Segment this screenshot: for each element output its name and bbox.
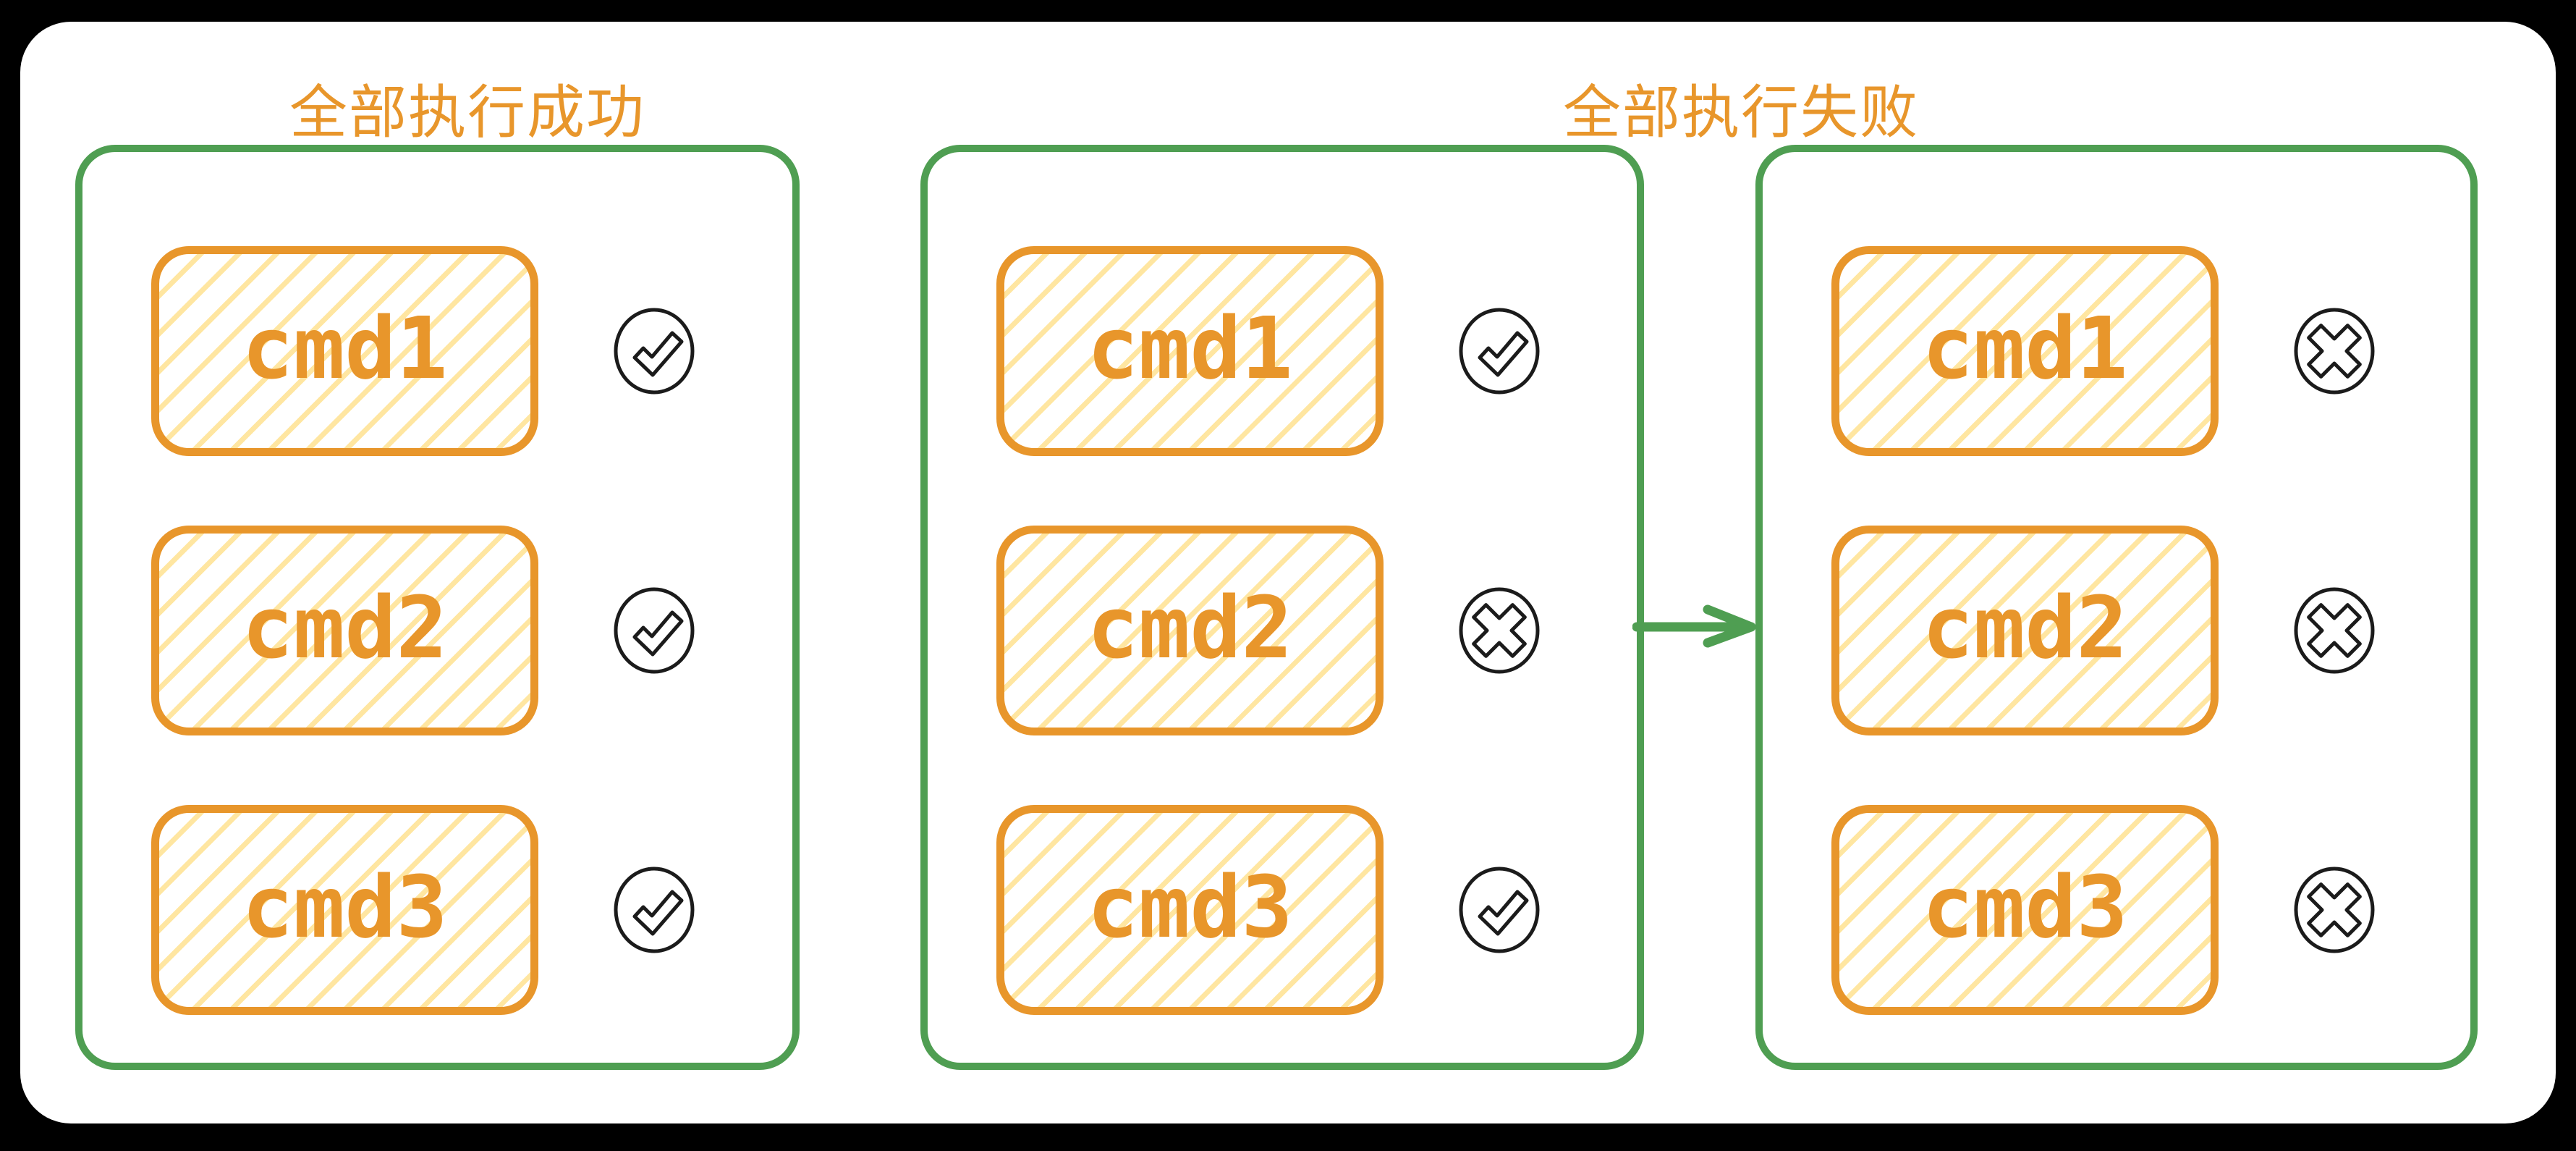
- cmd-label: cmd3: [242, 857, 448, 957]
- cmd-box: cmd3: [151, 805, 538, 1015]
- command-row: cmd1: [82, 246, 792, 456]
- command-row: cmd2: [928, 526, 1637, 735]
- whiteboard-canvas: 全部执行成功 全部执行失败 cmd1 cmd2: [20, 22, 2556, 1123]
- cmd-label: cmd2: [1087, 578, 1293, 678]
- cmd-box: cmd3: [1831, 805, 2219, 1015]
- cmd-box: cmd1: [151, 246, 538, 456]
- group-all-success: cmd1 cmd2 cmd3: [75, 145, 800, 1070]
- cmd-label: cmd1: [242, 298, 448, 398]
- cmd-label: cmd2: [1922, 578, 2128, 678]
- cmd-box: cmd1: [1831, 246, 2219, 456]
- cmd-box: cmd2: [996, 526, 1384, 735]
- success-check-icon: [611, 587, 698, 674]
- fail-x-icon: [2291, 587, 2378, 674]
- cmd-label: cmd3: [1922, 857, 2128, 957]
- command-row: cmd3: [82, 805, 792, 1015]
- success-check-icon: [1456, 867, 1543, 953]
- fail-x-icon: [2291, 867, 2378, 953]
- fail-x-icon: [2291, 308, 2378, 395]
- arrow-right-icon: [1632, 604, 1756, 648]
- cmd-box: cmd3: [996, 805, 1384, 1015]
- fail-x-icon: [1456, 587, 1543, 674]
- success-check-icon: [1456, 308, 1543, 395]
- command-row: cmd3: [1763, 805, 2470, 1015]
- command-row: cmd1: [1763, 246, 2470, 456]
- cmd-box: cmd1: [996, 246, 1384, 456]
- cmd-label: cmd1: [1922, 298, 2128, 398]
- cmd-label: cmd1: [1087, 298, 1293, 398]
- success-check-icon: [611, 308, 698, 395]
- cmd-box: cmd2: [1831, 526, 2219, 735]
- command-row: cmd3: [928, 805, 1637, 1015]
- cmd-box: cmd2: [151, 526, 538, 735]
- cmd-label: cmd2: [242, 578, 448, 678]
- group-all-fail: cmd1 cmd2 cmd3: [1755, 145, 2478, 1070]
- command-row: cmd2: [1763, 526, 2470, 735]
- title-all-success: 全部执行成功: [289, 80, 645, 145]
- title-all-fail: 全部执行失败: [1563, 80, 1919, 145]
- group-fail-before: cmd1 cmd2 cmd3: [920, 145, 1644, 1070]
- command-row: cmd1: [928, 246, 1637, 456]
- command-row: cmd2: [82, 526, 792, 735]
- cmd-label: cmd3: [1087, 857, 1293, 957]
- success-check-icon: [611, 867, 698, 953]
